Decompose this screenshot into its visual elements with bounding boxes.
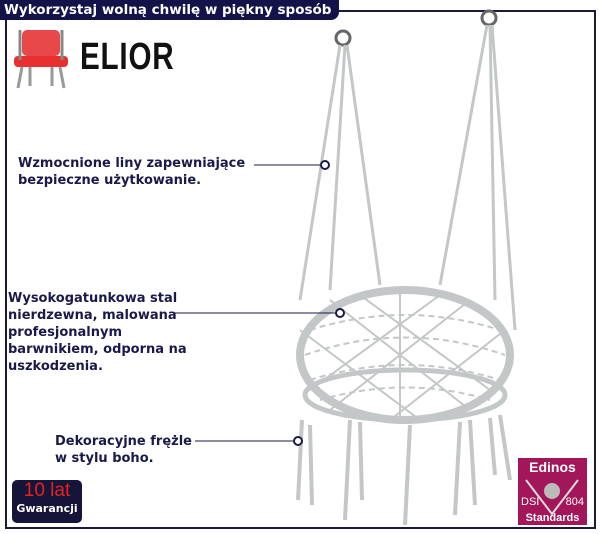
callout-fringe: Dekoracyjne frężle w stylu boho. xyxy=(55,433,192,467)
callout-line: profesjonalnym xyxy=(8,325,123,340)
callout-line: uszkodzenia. xyxy=(8,359,103,374)
callout-line: Wzmocnione liny zapewniające xyxy=(18,156,246,171)
certificate-brand: Edinos xyxy=(529,459,576,475)
callout-line: w stylu boho. xyxy=(55,451,154,466)
callout-steel: Wysokogatunkowa stal nierdzewna, malowan… xyxy=(8,290,187,375)
callout-line: Dekoracyjne frężle xyxy=(55,434,192,449)
callout-dot xyxy=(335,308,345,318)
chair-icon xyxy=(14,30,68,89)
callout-ropes: Wzmocnione liny zapewniające bezpieczne … xyxy=(18,155,245,189)
callout-line: nierdzewna, malowana xyxy=(8,308,177,323)
brand-logo: ELIOR xyxy=(80,36,175,78)
page-title: Wykorzystaj wolną chwilę w piękny sposób xyxy=(0,0,340,20)
callout-line: bezpieczne użytkowanie. xyxy=(18,173,202,188)
certificate-number: 804 xyxy=(565,496,584,508)
callout-dot xyxy=(293,436,303,446)
certificate-badge: Edinos DSI 804 Standards xyxy=(518,458,587,525)
certificate-label: Standards xyxy=(525,512,580,524)
callout-line: Wysokogatunkowa stal xyxy=(8,291,178,306)
warranty-badge: 10 lat Gwarancji xyxy=(12,480,82,523)
certificate-dsi: DSI xyxy=(521,496,540,508)
certificate-v-mark xyxy=(525,479,579,516)
warranty-label: Gwarancji xyxy=(16,502,78,515)
callout-line: barwnikiem, odporna na xyxy=(8,342,187,357)
warranty-years: 10 lat xyxy=(23,480,71,501)
callout-dot xyxy=(320,160,330,170)
